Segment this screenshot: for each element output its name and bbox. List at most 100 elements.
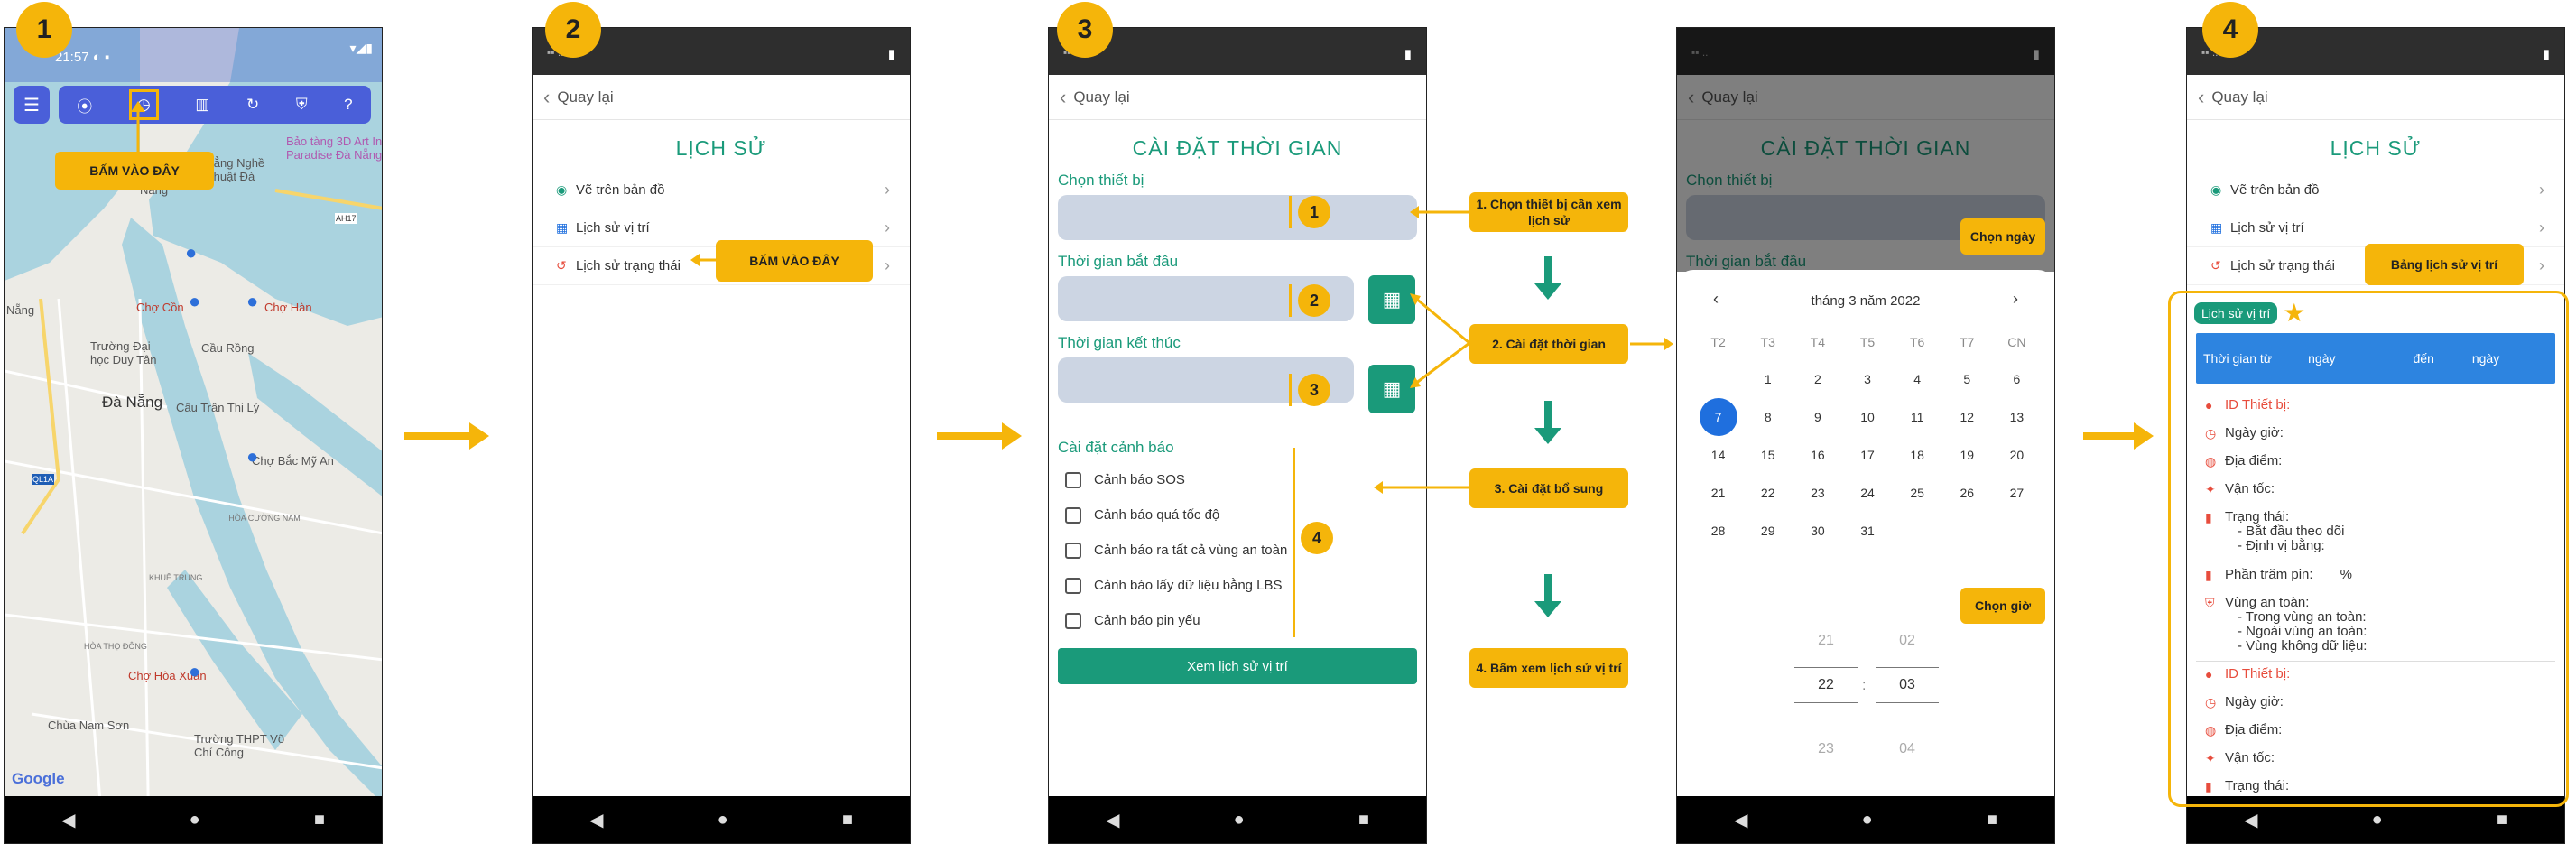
chevron-right-icon: › <box>2539 181 2544 199</box>
refresh-icon[interactable]: ↻ <box>246 96 260 113</box>
status-bar: 21:57 ◐ ▪ <box>5 28 382 82</box>
day-cell[interactable]: 10 <box>1860 410 1875 424</box>
shield-icon[interactable]: ⛨ <box>295 96 308 113</box>
day-cell[interactable]: 24 <box>1860 486 1875 500</box>
menu-icon[interactable]: ☰ <box>14 86 50 124</box>
day-cell[interactable]: 4 <box>1913 372 1922 386</box>
map-label: HÒA CƯỜNG NAM <box>228 514 301 523</box>
clock: 21:57 <box>55 50 89 65</box>
day-cell[interactable]: 18 <box>1910 448 1924 462</box>
minute-option[interactable]: 04 <box>1899 741 1915 756</box>
help-icon[interactable]: ? <box>344 96 353 113</box>
back-button[interactable]: ‹Quay lại <box>2187 75 2564 120</box>
day-cell[interactable]: 30 <box>1811 524 1825 538</box>
day-cell[interactable]: 15 <box>1760 448 1775 462</box>
day-cell[interactable]: 2 <box>1813 372 1821 386</box>
map-view[interactable]: Bảo tàng 3D Art In Paradise Đà Nẵng Trườ… <box>5 28 382 843</box>
menu-draw-on-map[interactable]: ◉Vẽ trên bản đồ› <box>533 172 910 209</box>
checkbox-leave-safe-zone[interactable]: Cảnh báo ra tất cả vùng an toàn <box>1065 533 1426 568</box>
home-nav-icon[interactable]: ● <box>189 809 200 830</box>
day-cell[interactable]: 16 <box>1811 448 1825 462</box>
day-cell[interactable]: 3 <box>1864 372 1871 386</box>
day-cell-selected[interactable]: 7 <box>1693 398 1743 436</box>
day-cell[interactable]: 17 <box>1860 448 1875 462</box>
hour-option[interactable]: 23 <box>1818 741 1834 756</box>
day-cell[interactable]: 28 <box>1710 524 1726 538</box>
chevron-right-icon: › <box>885 181 890 199</box>
menu-location-history[interactable]: ▦Lịch sử vị trí› <box>2187 209 2564 247</box>
day-cell[interactable]: 13 <box>2009 410 2025 424</box>
checkbox-box[interactable] <box>1065 577 1081 594</box>
back-button[interactable]: ‹Quay lại <box>1049 75 1426 120</box>
minute-selected[interactable]: 03 <box>1876 667 1939 703</box>
end-calendar-icon[interactable]: ▦ <box>1368 365 1415 413</box>
back-button[interactable]: ‹Quay lại <box>533 75 910 120</box>
device-select[interactable] <box>1058 195 1417 240</box>
day-cell[interactable]: 23 <box>1811 486 1825 500</box>
back-nav-icon[interactable]: ◀ <box>589 810 604 830</box>
checkbox-box[interactable] <box>1065 471 1081 488</box>
day-cell[interactable]: 14 <box>1710 448 1726 462</box>
back-nav-icon[interactable]: ◀ <box>2244 810 2258 830</box>
recents-nav-icon[interactable]: ■ <box>2496 809 2507 830</box>
home-nav-icon[interactable]: ● <box>2371 809 2383 830</box>
day-cell[interactable]: 22 <box>1760 486 1775 500</box>
arrow-right-icon <box>1630 338 1673 350</box>
day-cell[interactable]: 1 <box>1764 372 1772 386</box>
checkbox-box[interactable] <box>1065 506 1081 524</box>
chevron-left-icon[interactable]: ‹ <box>1713 290 1719 308</box>
checkbox-low-battery[interactable]: Cảnh báo pin yếu <box>1065 603 1426 638</box>
hour-option[interactable]: 21 <box>1818 633 1834 648</box>
map-pin-icon[interactable]: ● <box>246 445 259 468</box>
chevron-right-icon[interactable]: › <box>2013 290 2018 308</box>
checkbox-box[interactable] <box>1065 542 1081 559</box>
location-icon[interactable]: ⦿ <box>77 97 93 116</box>
checkbox-lbs[interactable]: Cảnh báo lấy dữ liệu bằng LBS <box>1065 568 1426 603</box>
day-cell[interactable]: 29 <box>1760 524 1775 538</box>
day-cell[interactable]: 9 <box>1813 410 1821 424</box>
day-cell[interactable]: 31 <box>1860 524 1875 538</box>
day-cell[interactable]: 26 <box>1960 486 1975 500</box>
back-nav-icon[interactable]: ◀ <box>61 810 76 830</box>
day-cell[interactable]: 19 <box>1960 448 1975 462</box>
map-pin-icon[interactable]: ● <box>189 290 201 312</box>
recents-nav-icon[interactable]: ■ <box>841 809 853 830</box>
back-nav-icon[interactable]: ◀ <box>1106 810 1120 830</box>
field-label: Ngày giờ: <box>2225 425 2284 441</box>
map-label: Trường Đại học Duy Tân <box>90 339 157 366</box>
checkbox-sos[interactable]: Cảnh báo SOS <box>1065 462 1426 497</box>
view-location-history-button[interactable]: Xem lịch sử vị trí <box>1058 648 1417 684</box>
day-cell[interactable]: 11 <box>1910 410 1924 424</box>
day-cell[interactable]: 8 <box>1764 410 1772 424</box>
day-cell[interactable]: 5 <box>1963 372 1971 386</box>
home-nav-icon[interactable]: ● <box>1861 809 1873 830</box>
selected-day[interactable]: 7 <box>1699 398 1737 436</box>
day-cell[interactable]: 27 <box>2009 486 2025 500</box>
map-pin-icon[interactable]: ● <box>246 290 259 312</box>
back-nav-icon[interactable]: ◀ <box>1734 810 1748 830</box>
home-nav-icon[interactable]: ● <box>1233 809 1245 830</box>
menu-draw-on-map[interactable]: ◉Vẽ trên bản đồ› <box>2187 172 2564 209</box>
day-cell[interactable]: 20 <box>2009 448 2025 462</box>
day-cell[interactable]: 25 <box>1910 486 1924 500</box>
day-cell[interactable]: 12 <box>1960 410 1975 424</box>
recents-nav-icon[interactable]: ■ <box>1357 809 1369 830</box>
checkbox-label: Cảnh báo SOS <box>1094 472 1185 487</box>
checkbox-box[interactable] <box>1065 612 1081 629</box>
recents-nav-icon[interactable]: ■ <box>1986 809 1997 830</box>
checkbox-overspeed[interactable]: Cảnh báo quá tốc độ <box>1065 497 1426 533</box>
recents-nav-icon[interactable]: ■ <box>313 809 325 830</box>
map-icon[interactable]: ▥ <box>195 96 210 113</box>
location-history-tag[interactable]: Lịch sử vị trí <box>2194 301 2278 324</box>
map-pin-icon[interactable]: ● <box>185 241 198 264</box>
map-pin-icon[interactable]: ● <box>189 660 201 682</box>
day-cell[interactable]: 6 <box>2013 372 2021 386</box>
start-calendar-icon[interactable]: ▦ <box>1368 275 1415 324</box>
minute-option[interactable]: 02 <box>1899 633 1915 648</box>
step1-note: 1. Chọn thiết bị cần xem lịch sử <box>1469 192 1628 232</box>
menu-status-history[interactable]: ↺Lịch sử trạng thái› <box>533 247 910 285</box>
day-cell[interactable]: 21 <box>1710 486 1726 500</box>
hour-selected[interactable]: 22 <box>1794 667 1858 703</box>
home-nav-icon[interactable]: ● <box>717 809 728 830</box>
field-sub: - Ngoài vùng an toàn: <box>2238 624 2368 639</box>
